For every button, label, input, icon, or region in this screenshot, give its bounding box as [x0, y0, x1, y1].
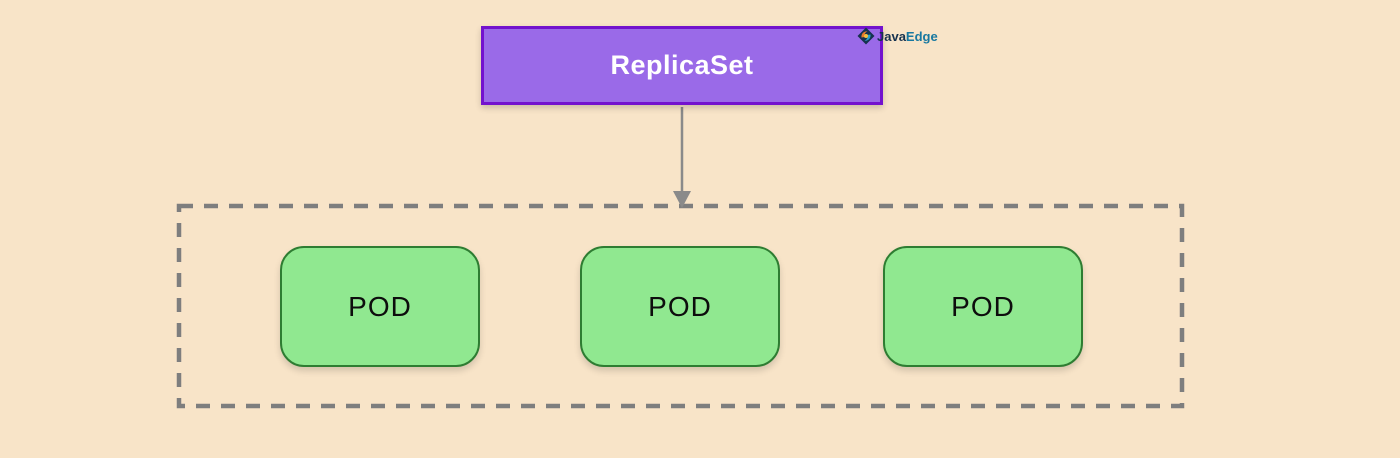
pod-node-2: POD	[580, 246, 780, 367]
arrow-head	[673, 191, 691, 208]
pod-node-1: POD	[280, 246, 480, 367]
replicaset-label: ReplicaSet	[610, 50, 754, 80]
pod-label-2: POD	[648, 290, 712, 322]
brand-edge-text: Edge	[905, 28, 938, 44]
replicaset-node: ReplicaSet	[481, 26, 883, 105]
brand-java-text: Java	[877, 28, 906, 44]
pod-label-3: POD	[951, 290, 1015, 322]
javaedge-watermark: JavaEdge	[857, 27, 938, 45]
pod-node-3: POD	[883, 246, 1083, 367]
javaedge-brand-text: JavaEdge	[877, 29, 938, 44]
javaedge-logo-icon	[857, 27, 875, 45]
pod-label-1: POD	[348, 290, 412, 322]
